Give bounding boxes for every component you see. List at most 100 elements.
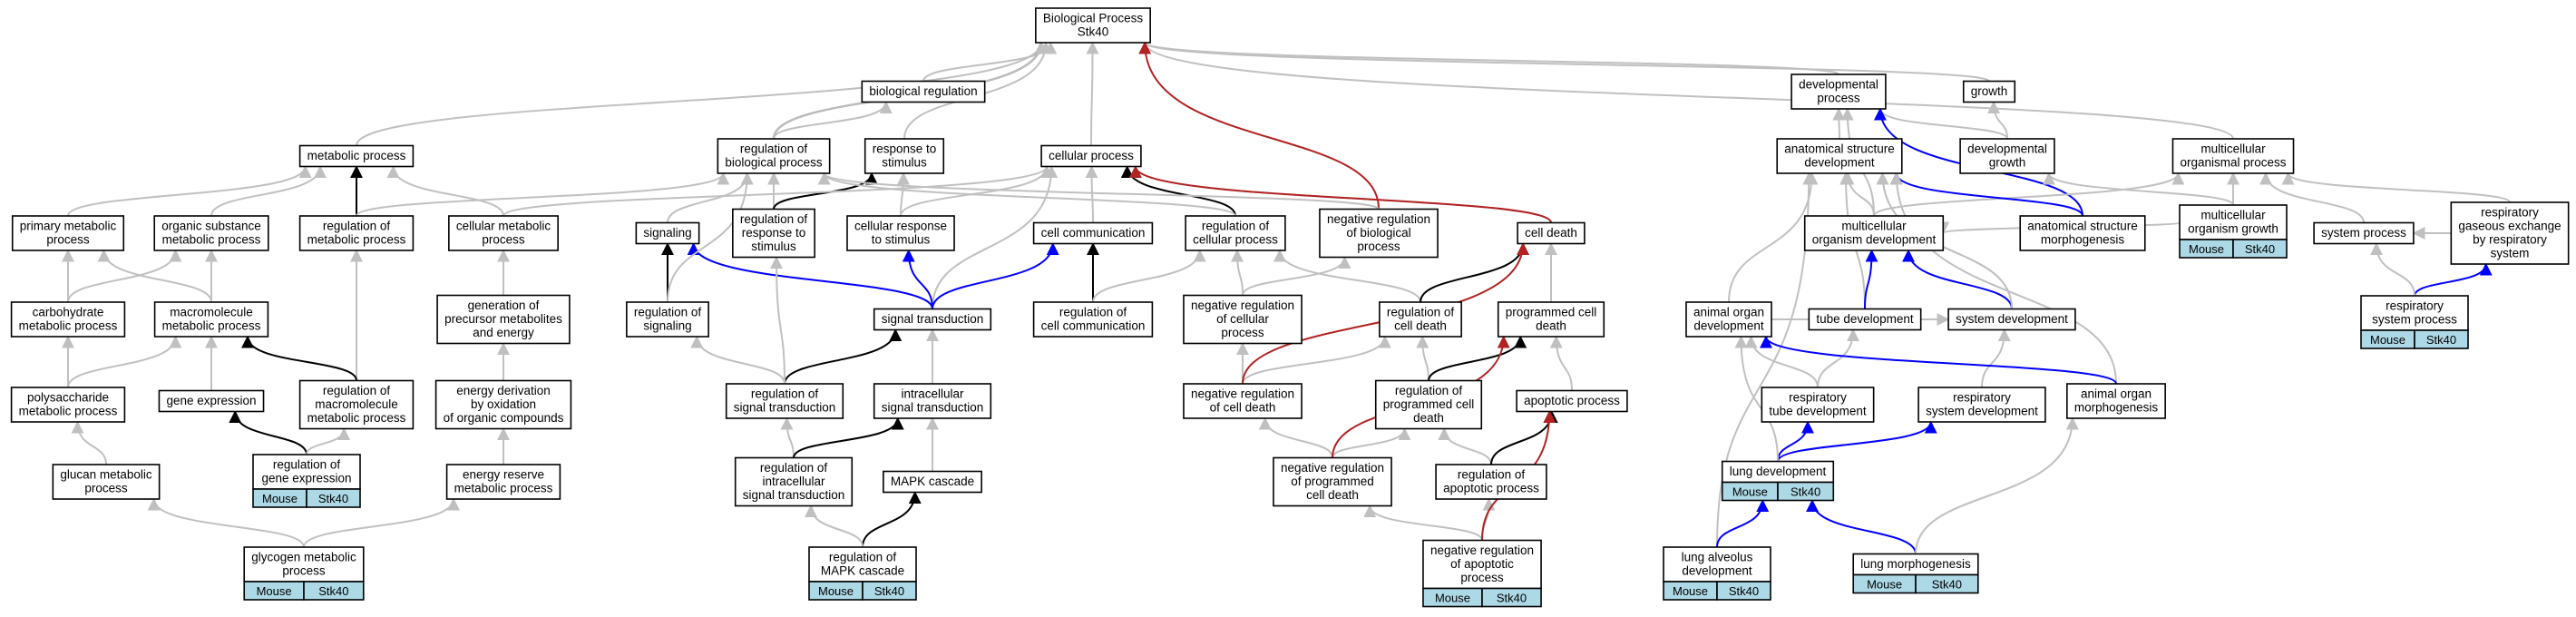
annotation-text: Mouse xyxy=(1673,584,1708,598)
term-label-line: Stk40 xyxy=(1078,25,1109,39)
go-term-node[interactable]: gene expression xyxy=(158,389,265,413)
go-term-node[interactable]: system development xyxy=(1947,308,2076,331)
go-term-node[interactable]: system process xyxy=(2313,221,2415,245)
term-label-line: process xyxy=(84,482,128,495)
relation-edge-regulates-positive xyxy=(1777,420,1937,462)
term-label-line: system development xyxy=(1926,405,2038,418)
annotation-text: Stk40 xyxy=(1932,578,1962,592)
term-box xyxy=(861,80,986,103)
annotation-text: Mouse xyxy=(1867,578,1902,592)
relation-edge-part-of xyxy=(1428,335,1527,381)
term-label-line: signal transduction xyxy=(882,312,984,326)
go-term-node[interactable]: signal transduction xyxy=(873,308,992,331)
term-label-line: regulation of xyxy=(634,306,702,319)
term-label-line: generation of xyxy=(468,299,540,312)
go-term-node[interactable]: apoptotic process xyxy=(1516,389,1628,413)
go-term-node[interactable]: cell communication xyxy=(1032,221,1154,245)
annotation-text: Stk40 xyxy=(2245,242,2275,256)
term-label-line: morphogenesis xyxy=(2041,233,2125,247)
go-term-node[interactable]: cellular process xyxy=(1040,144,1142,168)
go-term-node[interactable]: biological regulation xyxy=(861,80,986,103)
relation-edge-is-a xyxy=(210,165,327,217)
term-label-line: development xyxy=(1693,319,1764,333)
go-term-node[interactable]: signaling xyxy=(635,221,700,245)
go-term-node[interactable]: tube development xyxy=(1808,308,1922,331)
term-label-line: respiratory xyxy=(1953,391,2011,405)
go-term-node[interactable]: growth xyxy=(1962,80,2016,103)
term-label-line: response to xyxy=(742,226,806,240)
relation-edge-is-a xyxy=(2259,171,2365,223)
relation-edge-regulates-positive xyxy=(902,249,933,309)
term-label-line: system xyxy=(2491,247,2530,260)
relation-edge-is-a xyxy=(356,171,730,217)
relation-edge-part-of xyxy=(793,416,904,458)
go-term-node[interactable]: metabolic process xyxy=(298,144,415,168)
term-label-line: energy reserve xyxy=(463,468,544,482)
term-box xyxy=(846,215,955,251)
relation-edge-is-a xyxy=(1242,335,1391,385)
relation-edge-regulates-positive xyxy=(1760,335,2117,385)
term-label-line: development xyxy=(1682,564,1752,578)
relation-edge-regulates-negative xyxy=(1129,165,1552,223)
term-label-line: organism growth xyxy=(2188,222,2278,236)
go-term-node[interactable]: cell death xyxy=(1517,221,1586,245)
relation-edge-is-a xyxy=(896,171,910,217)
go-term-node[interactable]: MAPK cascade xyxy=(883,470,982,494)
term-label-line: carbohydrate xyxy=(33,306,104,319)
term-label-line: Biological Process xyxy=(1043,12,1144,25)
term-box xyxy=(1374,379,1483,430)
